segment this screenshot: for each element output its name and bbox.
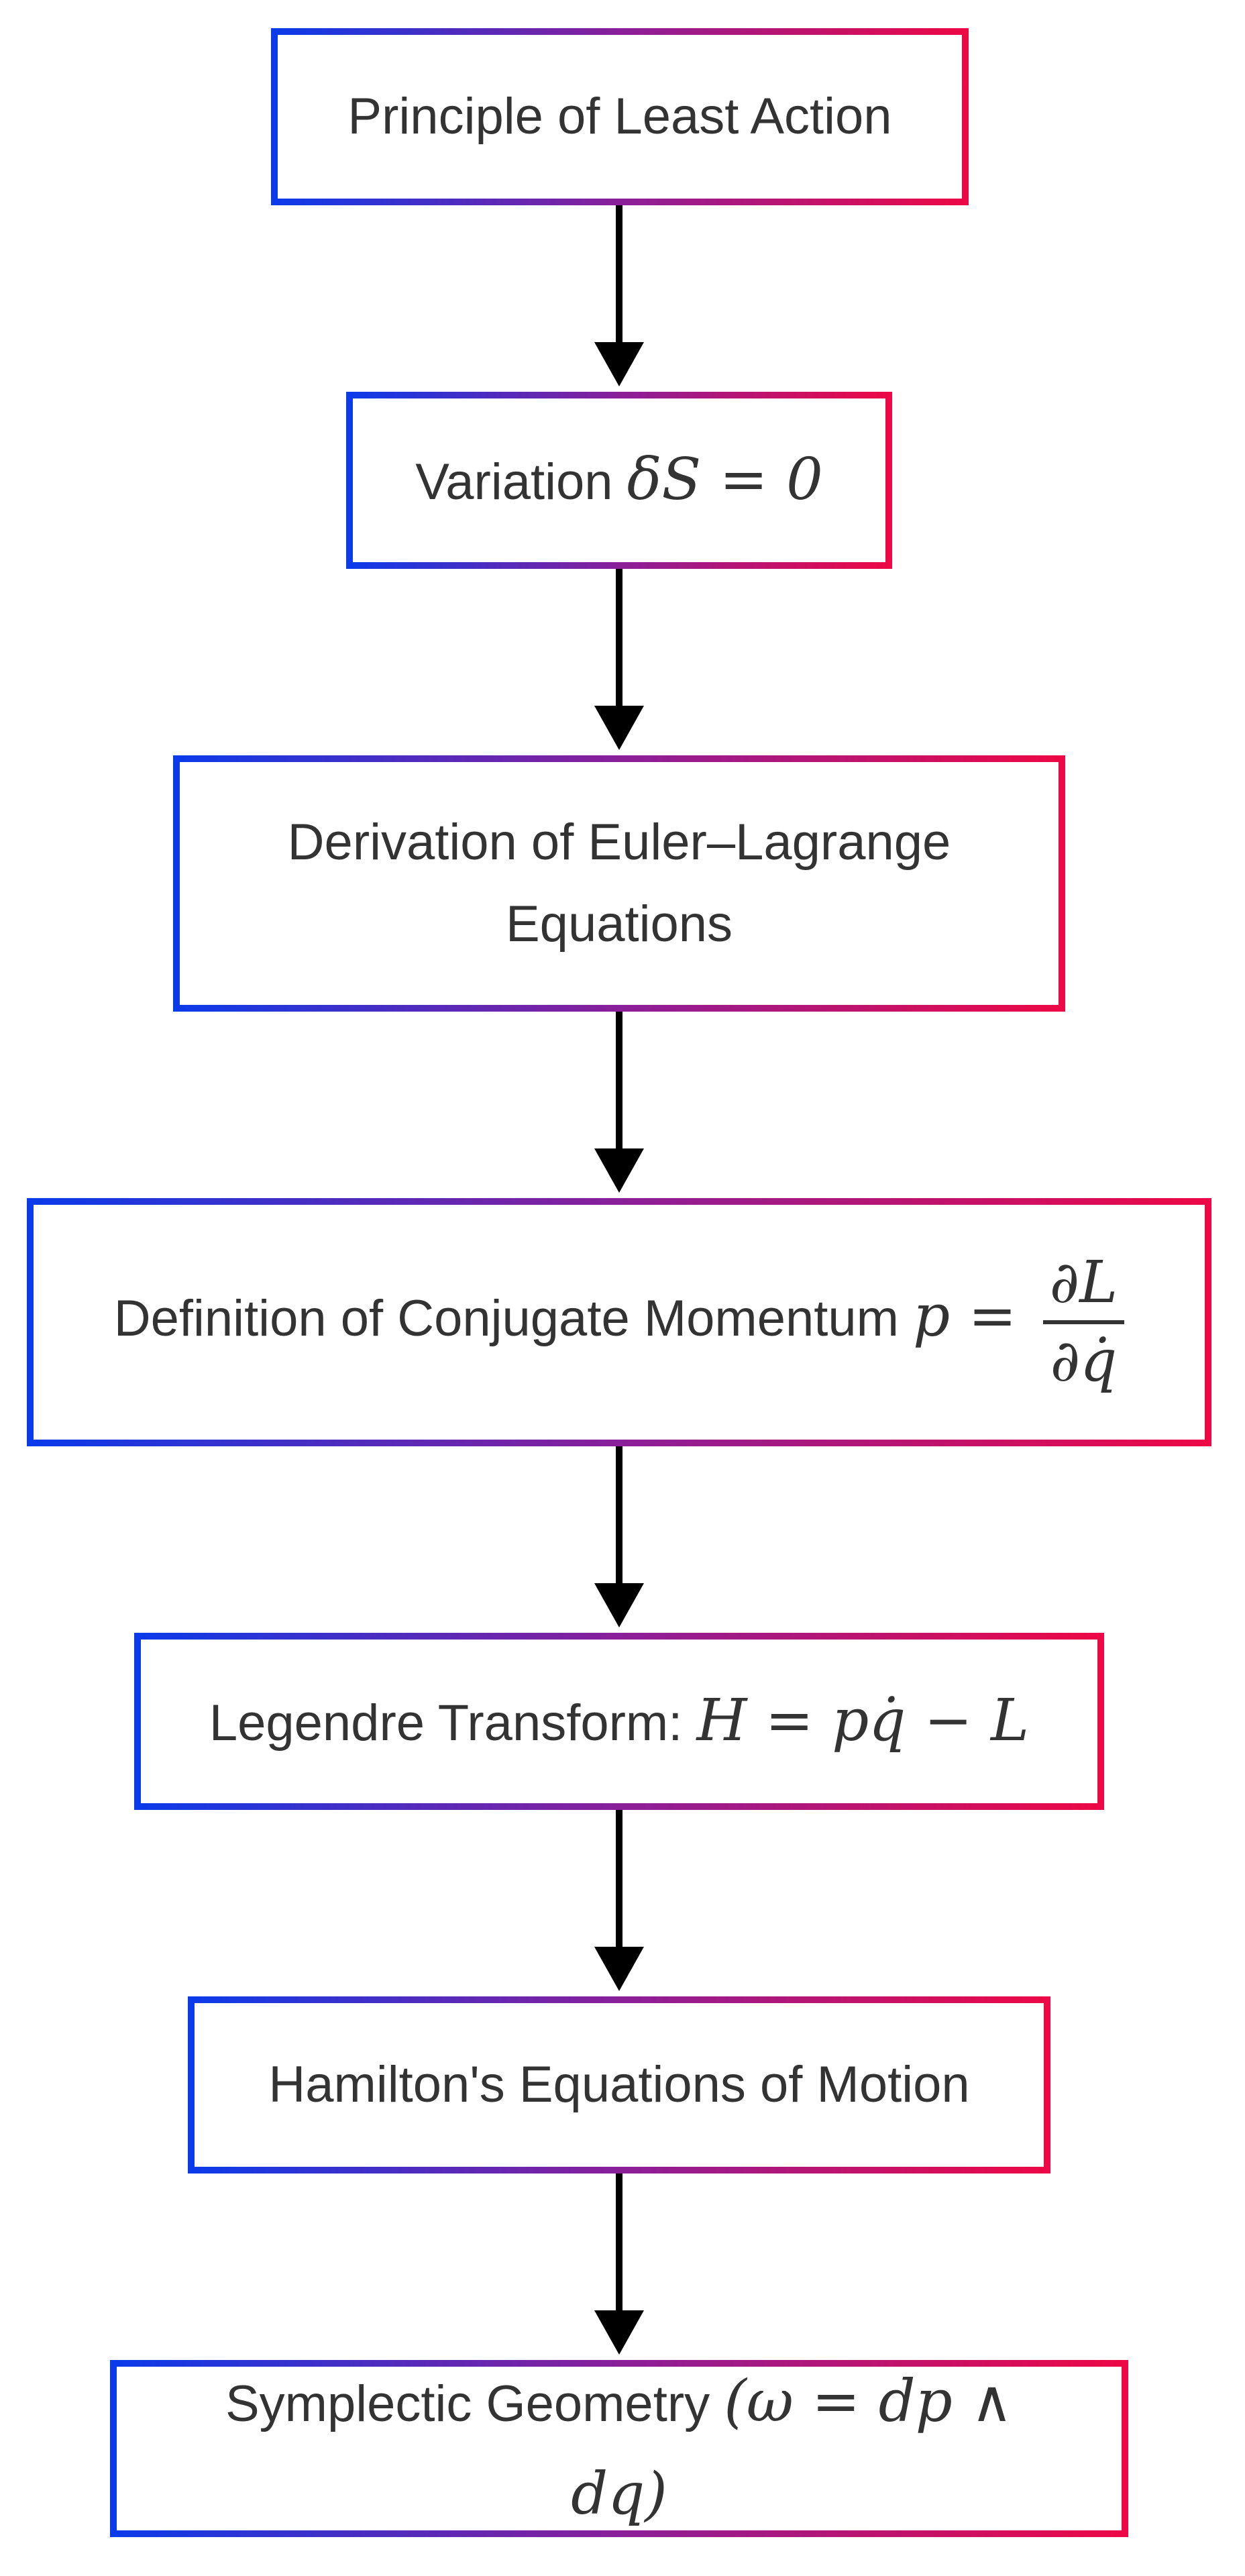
node-conjugate-momentum: Definition of Conjugate Momentum p = ∂L … xyxy=(27,1198,1211,1446)
arrow-5 xyxy=(589,1810,649,1996)
fraction-numerator: ∂L xyxy=(1042,1250,1125,1324)
variation-equation: δS = 0 xyxy=(627,446,823,514)
arrow-6 xyxy=(589,2174,649,2360)
momentum-fraction: ∂L ∂q̇ xyxy=(1042,1250,1125,1395)
node-label: Legendre Transform: xyxy=(209,1695,683,1752)
fraction-denominator: ∂q̇ xyxy=(1050,1328,1118,1395)
node-label: Variation xyxy=(415,453,613,511)
arrow-1 xyxy=(589,205,649,392)
node-label: Principle of Least Action xyxy=(347,88,892,146)
node-least-action: Principle of Least Action xyxy=(271,28,969,205)
node-euler-lagrange: Derivation of Euler–Lagrange Equations xyxy=(173,755,1065,1012)
momentum-lhs: p = xyxy=(913,1283,1017,1350)
legendre-equation: H = pq̇ − L xyxy=(696,1687,1030,1755)
node-legendre-transform: Legendre Transform: H = pq̇ − L xyxy=(134,1633,1104,1810)
node-label: Definition of Conjugate Momentum xyxy=(113,1290,899,1348)
arrow-2 xyxy=(589,569,649,755)
node-label: Hamilton's Equations of Motion xyxy=(268,2056,970,2114)
symplectic-form: (ω = dp ∧ dq) xyxy=(571,2368,1014,2528)
node-hamilton-equations: Hamilton's Equations of Motion xyxy=(188,1996,1050,2174)
arrow-3 xyxy=(589,1012,649,1198)
arrow-4 xyxy=(589,1446,649,1633)
node-symplectic-geometry: Symplectic Geometry (ω = dp ∧ dq) xyxy=(110,2360,1128,2537)
node-label: Derivation of Euler–Lagrange Equations xyxy=(287,814,951,953)
node-label: Symplectic Geometry xyxy=(225,2375,710,2433)
node-variation: Variation δS = 0 xyxy=(346,392,892,569)
